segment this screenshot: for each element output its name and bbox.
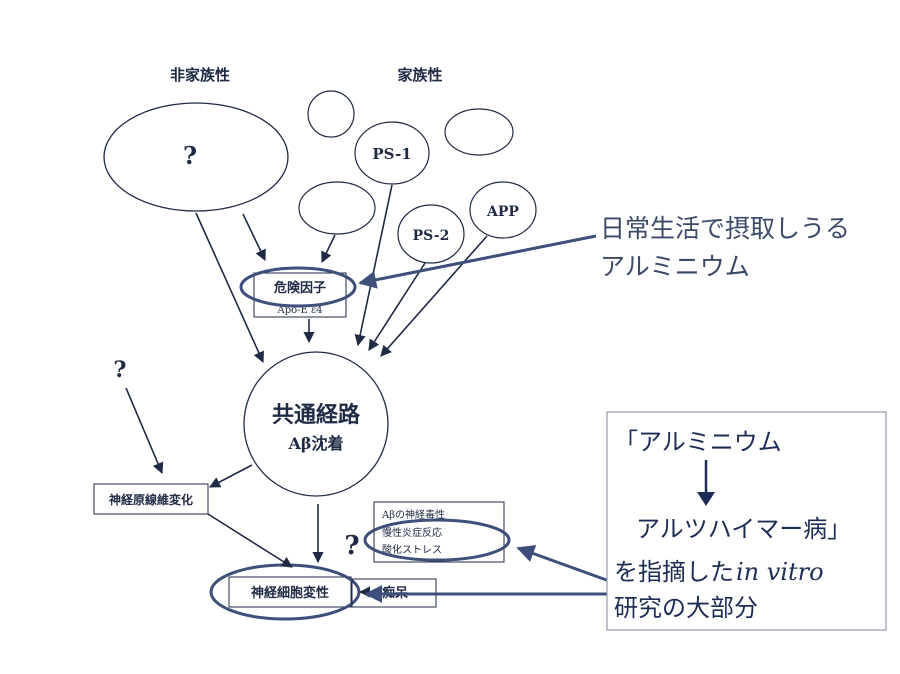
header-non-familial: 非家族性 (170, 66, 230, 84)
neuron-degeneration-box (228, 576, 352, 608)
mechanism-toxicity: Aβの神経毒性 (381, 508, 445, 521)
arrow-unknown-to-common (195, 212, 264, 364)
unknown-mid-mark: ? (344, 531, 359, 561)
arrow-gene-to-risk (321, 234, 336, 264)
arrow-common-to-neurofibrillary (209, 464, 253, 488)
ps2-label: PS-2 (413, 228, 450, 244)
arrow-neurofibrillary-to-neuron (207, 513, 293, 568)
mechanism-oxidative-stress: 酸化ストレス (382, 543, 442, 556)
dietary-aluminum-line2: アルミニウム (600, 252, 750, 281)
familial-gene-circle-empty-3 (298, 181, 376, 235)
callout-arrow-to-mechanisms (516, 545, 613, 584)
risk-factor-label: 危険因子 (274, 280, 326, 296)
familial-gene-circle-empty-1 (307, 90, 355, 138)
ps1-circle (354, 121, 430, 185)
apoe-label: Apo-E ε4 (276, 305, 322, 316)
familial-gene-circle-empty-2 (444, 108, 514, 156)
common-pathway-subtitle: Aβ沈着 (287, 434, 343, 453)
common-pathway-title: 共通経路 (272, 402, 361, 428)
dietary-aluminum-line1: 日常生活で摂取しうる (600, 214, 850, 243)
non-familial-cause-ellipse (103, 102, 289, 212)
risk-factor-highlight-ring (239, 266, 357, 308)
neurofibrillary-box (93, 483, 209, 515)
mechanism-inflammation: 慢性炎症反応 (382, 526, 442, 539)
arrow-app-to-common (380, 235, 488, 357)
unknown-cause-mark: ? (183, 141, 197, 170)
risk-factor-box (253, 272, 347, 318)
in-vitro-box-line5: 研究の大部分 (614, 594, 758, 622)
in-vitro-callout-box (606, 411, 887, 631)
unknown-left-mark: ? (114, 357, 127, 383)
neurofibrillary-label: 神経原線維変化 (109, 492, 193, 507)
in-vitro-box-line4-b: in vitro (736, 558, 824, 586)
in-vitro-box-line3: アルツハイマー病」 (636, 515, 851, 543)
callout-arrow-to-risk (358, 234, 597, 289)
ps1-label: PS-1 (372, 145, 411, 163)
in-vitro-box-line4-a: を指摘した (614, 558, 734, 586)
in-vitro-box-arrow-head (697, 492, 715, 506)
common-pathway-circle (243, 351, 389, 497)
arrow-ps1-to-common (354, 184, 393, 347)
app-label: APP (486, 204, 519, 220)
arrow-unknown-to-risk (242, 213, 266, 262)
header-familial: 家族性 (397, 66, 442, 84)
in-vitro-box-line1: 「アルミニウム (614, 428, 782, 456)
mechanisms-highlight-ring (363, 518, 511, 562)
neuron-degeneration-label: 神経細胞変性 (251, 585, 329, 601)
in-vitro-box-line4: を指摘したin vitro (614, 558, 824, 586)
app-circle (469, 181, 537, 239)
arrow-unknown-to-neurofibrillary (125, 387, 164, 475)
ps2-circle (397, 204, 465, 264)
arrow-ps2-to-common (368, 262, 426, 351)
